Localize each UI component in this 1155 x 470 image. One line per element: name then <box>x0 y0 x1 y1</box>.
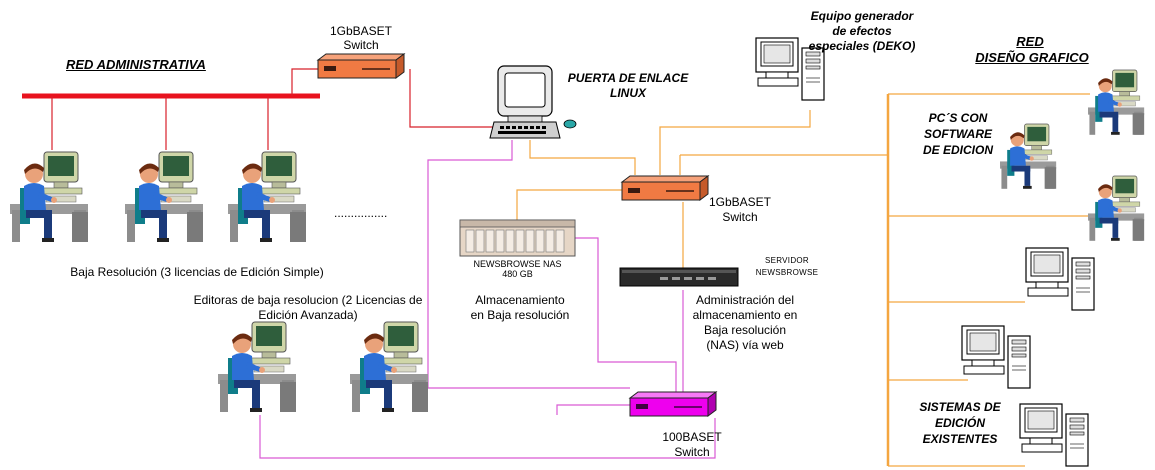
administracion-label-line4: (NAS) vía web <box>706 338 784 352</box>
workstation-icon <box>999 123 1057 190</box>
gateway-label-line2: LINUX <box>610 86 646 100</box>
workstation-icon <box>124 151 204 243</box>
workstation-icon <box>9 151 89 243</box>
workstation-icon <box>1087 175 1145 242</box>
workstation-icon <box>349 321 429 413</box>
editoras-label-line1: Editoras de baja resolucion (2 Licencias… <box>193 293 423 307</box>
servidor-label-line2: NEWSBROWSE <box>755 268 819 277</box>
pc-software-label-line3: DE EDICION <box>922 143 993 157</box>
switch-bottom-label-line1: 100BASET <box>662 430 722 444</box>
switch-icon <box>621 175 709 201</box>
desktop-tower-icon <box>1025 247 1095 311</box>
almacenamiento-label-line1: Almacenamiento <box>475 293 565 307</box>
sistemas-label-line3: EXISTENTES <box>922 432 998 446</box>
sistemas-label-line1: SISTEMAS DE <box>919 400 1001 414</box>
switch-icon <box>629 391 717 417</box>
server-rack-icon <box>619 267 739 287</box>
editoras-label-line2: Edición Avanzada) <box>258 308 358 322</box>
switch-mid-label-line1: 1GbBASET <box>708 195 772 209</box>
desktop-tower-icon <box>961 325 1031 389</box>
administracion-label-line3: Baja resolución <box>703 323 787 337</box>
gigabit-links <box>516 93 1090 467</box>
red-diseno-title-line2: DISEÑO GRAFICO <box>975 50 1089 65</box>
almacenamiento-label-line2: en Baja resolución <box>470 308 570 322</box>
sistemas-label-line2: EDICIÓN <box>934 416 985 430</box>
baja-resolucion-label: Baja Resolución (3 licencias de Edición … <box>70 265 324 279</box>
nas-size-label: 480 GB <box>502 269 533 279</box>
workstation-icon <box>227 151 307 243</box>
desktop-tower-icon <box>1019 403 1089 467</box>
switch-top-label-line2: Switch <box>343 38 379 52</box>
deko-label-line1: Equipo generador <box>810 9 914 23</box>
workstation-icon <box>1087 69 1145 136</box>
nas-storage-icon <box>459 219 576 257</box>
nas-name-label: NEWSBROWSE NAS <box>473 259 562 269</box>
red-administrativa-title: RED ADMINISTRATIVA <box>66 57 206 72</box>
servidor-label-line1: SERVIDOR <box>764 256 810 265</box>
more-workstations-dots: ................ <box>334 206 388 220</box>
deko-label-line2: de efectos <box>832 24 892 38</box>
gateway-label-line1: PUERTA DE ENLACE <box>567 71 689 85</box>
gateway-computer-icon <box>489 65 577 139</box>
admin-network-links <box>22 68 500 150</box>
workstation-icon <box>217 321 297 413</box>
switch-mid-label-line2: Switch <box>722 210 758 224</box>
switch-top-label-line1: 1GbBASET <box>329 24 393 38</box>
fast-ethernet-links <box>259 140 716 459</box>
pc-software-label-line2: SOFTWARE <box>924 127 992 141</box>
deko-label-line3: especiales (DEKO) <box>808 39 916 53</box>
switch-icon <box>317 53 405 79</box>
administracion-label-line1: Administración del <box>695 293 795 307</box>
pc-software-label-line1: PC´S CON <box>928 111 988 125</box>
administracion-label-line2: almacenamiento en <box>692 308 798 322</box>
switch-bottom-label-line2: Switch <box>674 445 710 459</box>
red-diseno-title-line1: RED <box>1016 34 1044 49</box>
